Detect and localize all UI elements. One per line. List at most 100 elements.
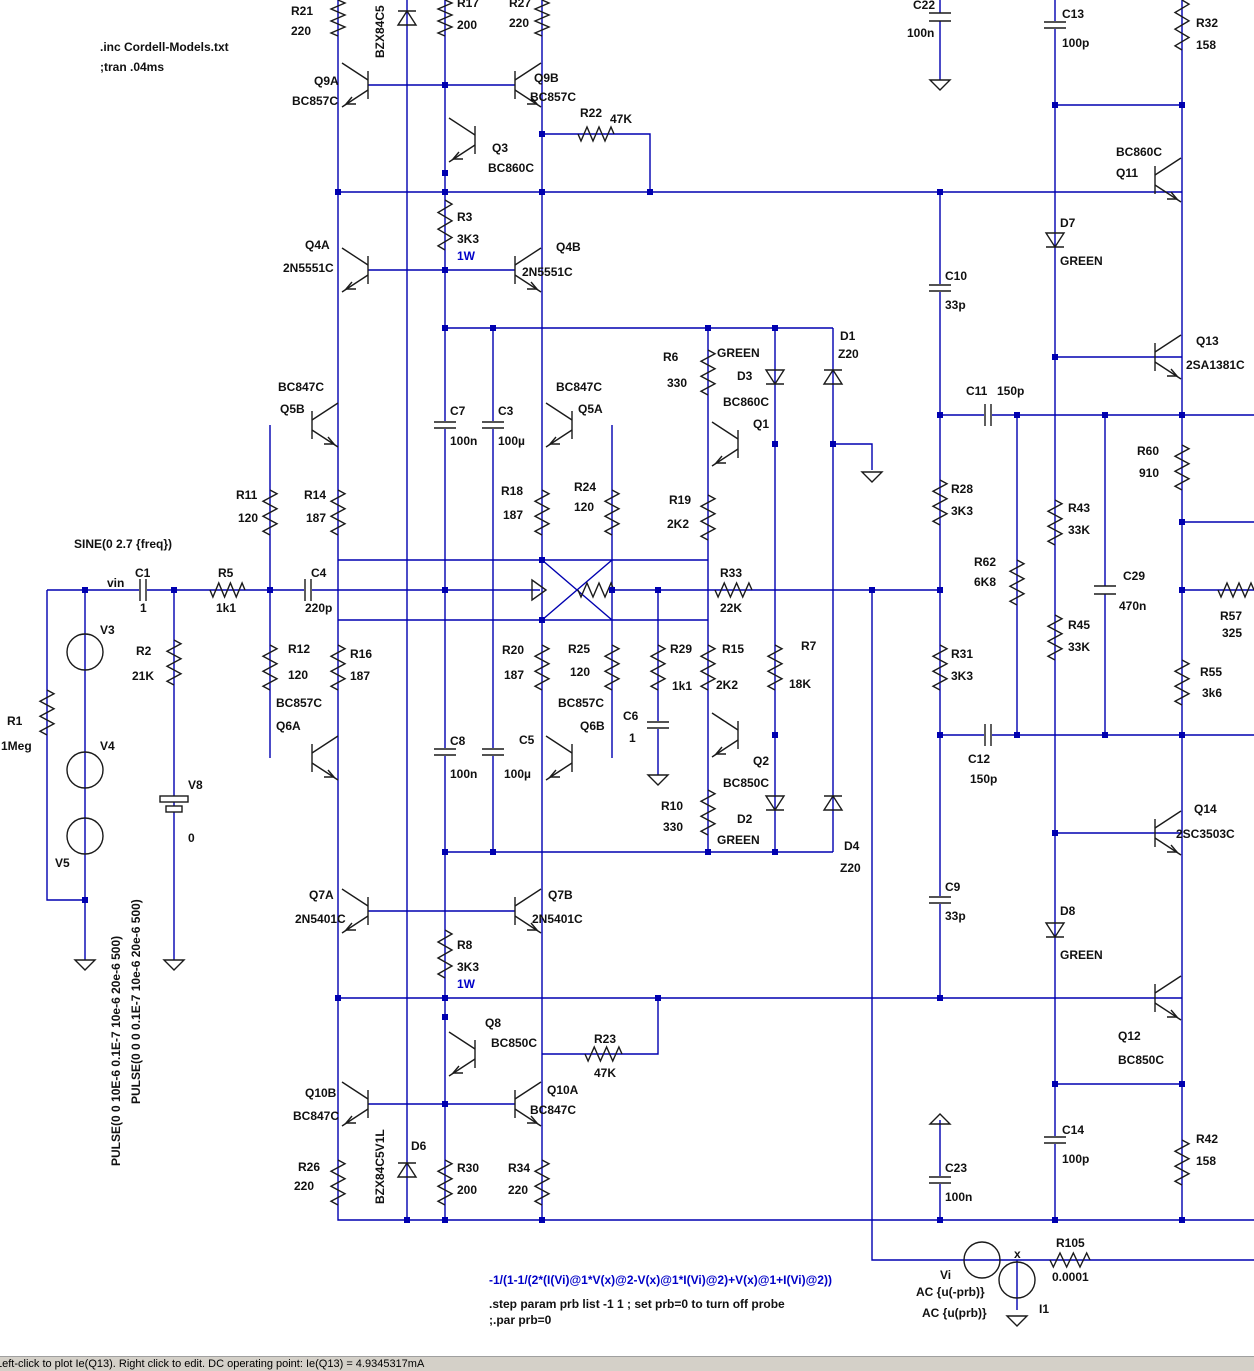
- label-v8v[interactable]: 0: [188, 831, 195, 845]
- label-q4bm[interactable]: 2N5551C: [522, 265, 573, 279]
- label-r18v[interactable]: 187: [503, 508, 523, 522]
- label-c10[interactable]: C10: [945, 269, 967, 283]
- label-r6v[interactable]: 330: [667, 376, 687, 390]
- label-c13[interactable]: C13: [1062, 7, 1084, 21]
- label-r3v[interactable]: 3K3: [457, 232, 479, 246]
- label-v5[interactable]: V5: [55, 856, 70, 870]
- label-r17v[interactable]: 200: [457, 18, 477, 32]
- label-r25v[interactable]: 120: [570, 665, 590, 679]
- label-q5b[interactable]: Q5B: [280, 402, 305, 416]
- label-r32v[interactable]: 158: [1196, 38, 1216, 52]
- label-r5v[interactable]: 1k1: [216, 601, 236, 615]
- label-r62[interactable]: R62: [974, 555, 996, 569]
- label-r60v[interactable]: 910: [1139, 466, 1159, 480]
- label-c8v[interactable]: 100n: [450, 767, 477, 781]
- label-r2[interactable]: R2: [136, 644, 152, 658]
- label-r1v[interactable]: 1Meg: [1, 739, 32, 753]
- label-r105[interactable]: R105: [1056, 1236, 1085, 1250]
- label-r57v[interactable]: 325: [1222, 626, 1242, 640]
- label-r42[interactable]: R42: [1196, 1132, 1218, 1146]
- vi-ac-spec[interactable]: AC {u(-prb)}: [916, 1285, 985, 1299]
- label-q10b[interactable]: Q10B: [305, 1086, 337, 1100]
- label-r55v[interactable]: 3k6: [1202, 686, 1222, 700]
- label-v8[interactable]: V8: [188, 778, 203, 792]
- label-q5bm[interactable]: BC847C: [278, 380, 324, 394]
- label-r17[interactable]: R17: [457, 0, 479, 10]
- label-q3m[interactable]: BC860C: [488, 161, 534, 175]
- label-q7am[interactable]: 2N5401C: [295, 912, 346, 926]
- label-c22v[interactable]: 100n: [907, 26, 934, 40]
- label-r16[interactable]: R16: [350, 647, 372, 661]
- label-r45v[interactable]: 33K: [1068, 640, 1090, 654]
- label-c29[interactable]: C29: [1123, 569, 1145, 583]
- label-r11v[interactable]: 120: [238, 511, 258, 525]
- label-r22[interactable]: R22: [580, 106, 602, 120]
- label-d8[interactable]: D8: [1060, 904, 1076, 918]
- label-q2m[interactable]: BC850C: [723, 776, 769, 790]
- label-bc860cq11[interactable]: BC860C: [1116, 145, 1162, 159]
- label-r12v[interactable]: 120: [288, 668, 308, 682]
- include-directive[interactable]: .inc Cordell-Models.txt: [100, 40, 229, 54]
- label-q12m[interactable]: BC850C: [1118, 1053, 1164, 1067]
- label-r26[interactable]: R26: [298, 1160, 320, 1174]
- label-c13v[interactable]: 100p: [1062, 36, 1089, 50]
- label-r8v[interactable]: 3K3: [457, 960, 479, 974]
- label-r28v[interactable]: 3K3: [951, 504, 973, 518]
- label-r34v[interactable]: 220: [508, 1183, 528, 1197]
- label-d4m[interactable]: Z20: [840, 861, 861, 875]
- label-c5v[interactable]: 100µ: [504, 767, 531, 781]
- par-directive[interactable]: ;.par prb=0: [489, 1313, 552, 1327]
- label-r7v[interactable]: 18K: [789, 677, 811, 691]
- label-r10[interactable]: R10: [661, 799, 683, 813]
- label-q9b[interactable]: Q9B: [534, 71, 559, 85]
- label-r28[interactable]: R28: [951, 482, 973, 496]
- label-q6a[interactable]: Q6A: [276, 719, 301, 733]
- label-r12[interactable]: R12: [288, 642, 310, 656]
- label-q10a[interactable]: Q10A: [547, 1083, 579, 1097]
- label-c1[interactable]: C1: [135, 566, 151, 580]
- label-r1[interactable]: R1: [7, 714, 23, 728]
- label-q12[interactable]: Q12: [1118, 1029, 1141, 1043]
- step-directive[interactable]: .step param prb list -1 1 ; set prb=0 to…: [489, 1297, 785, 1311]
- label-c14v[interactable]: 100p: [1062, 1152, 1089, 1166]
- label-r33[interactable]: R33: [720, 566, 742, 580]
- label-r33v[interactable]: 22K: [720, 601, 742, 615]
- label-r26v[interactable]: 220: [294, 1179, 314, 1193]
- label-q9am[interactable]: BC857C: [292, 94, 338, 108]
- label-c8[interactable]: C8: [450, 734, 466, 748]
- label-r29[interactable]: R29: [670, 642, 692, 656]
- label-r31v[interactable]: 3K3: [951, 669, 973, 683]
- label-d6[interactable]: D6: [411, 1139, 427, 1153]
- label-q4b[interactable]: Q4B: [556, 240, 581, 254]
- label-r42v[interactable]: 158: [1196, 1154, 1216, 1168]
- label-q7b[interactable]: Q7B: [548, 888, 573, 902]
- label-c23v[interactable]: 100n: [945, 1190, 972, 1204]
- label-q2[interactable]: Q2: [753, 754, 769, 768]
- label-r10v[interactable]: 330: [663, 820, 683, 834]
- label-d2m[interactable]: GREEN: [717, 833, 760, 847]
- label-v4[interactable]: V4: [100, 739, 115, 753]
- label-r2v[interactable]: 21K: [132, 669, 154, 683]
- label-r16v[interactable]: 187: [350, 669, 370, 683]
- label-c12[interactable]: C12: [968, 752, 990, 766]
- label-d3m[interactable]: GREEN: [717, 346, 760, 360]
- label-r6[interactable]: R6: [663, 350, 679, 364]
- label-c7v[interactable]: 100n: [450, 434, 477, 448]
- label-d7[interactable]: D7: [1060, 216, 1076, 230]
- label-vi[interactable]: Vi: [940, 1268, 951, 1282]
- label-c10v[interactable]: 33p: [945, 298, 966, 312]
- label-r57[interactable]: R57: [1220, 609, 1242, 623]
- label-d2[interactable]: D2: [737, 812, 753, 826]
- label-q8m[interactable]: BC850C: [491, 1036, 537, 1050]
- label-r14[interactable]: R14: [304, 488, 326, 502]
- label-r32[interactable]: R32: [1196, 16, 1218, 30]
- label-c3v[interactable]: 100µ: [498, 434, 525, 448]
- label-q11[interactable]: Q11: [1116, 166, 1138, 180]
- label-q7a[interactable]: Q7A: [309, 888, 334, 902]
- label-r24[interactable]: R24: [574, 480, 596, 494]
- label-q13[interactable]: Q13: [1196, 334, 1219, 348]
- label-q14[interactable]: Q14: [1194, 802, 1217, 816]
- label-c7[interactable]: C7: [450, 404, 466, 418]
- label-bzx84b[interactable]: BZX84C5V1L: [373, 1129, 387, 1204]
- label-r15v[interactable]: 2K2: [716, 678, 738, 692]
